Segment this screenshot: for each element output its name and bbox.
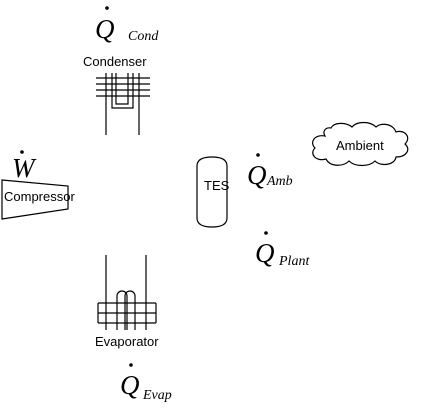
svg-text:Plant: Plant [278, 254, 310, 269]
condenser-label: Condenser [83, 54, 147, 69]
work-symbol: W [12, 150, 37, 183]
q-plant-dot [264, 231, 268, 235]
svg-text:Q: Q [120, 370, 140, 400]
evaporator [97, 255, 157, 330]
compressor: Compressor [1, 179, 75, 220]
tes-label: TES [204, 178, 230, 193]
svg-text:Q: Q [255, 238, 275, 268]
evaporator-label: Evaporator [95, 334, 159, 349]
svg-text:Evap: Evap [142, 388, 172, 403]
ambient-cloud: Ambient [312, 121, 409, 167]
q-cond-dot [105, 6, 109, 10]
q-plant-symbol: Q Plant [255, 231, 310, 269]
ambient-label: Ambient [336, 138, 384, 153]
q-amb-symbol: Q Amb [247, 153, 293, 190]
q-amb-dot [256, 153, 260, 157]
svg-text:W: W [12, 153, 37, 183]
work-dot [20, 150, 24, 154]
q-evap-dot [129, 363, 133, 367]
q-cond-symbol: Q Cond [95, 6, 159, 44]
svg-text:Amb: Amb [266, 174, 293, 189]
condenser [96, 73, 150, 135]
tes-tank: TES [196, 156, 230, 228]
svg-text:Q: Q [95, 14, 115, 44]
q-evap-symbol: Q Evap [120, 363, 172, 403]
compressor-label: Compressor [4, 189, 75, 204]
svg-text:Cond: Cond [128, 29, 159, 44]
svg-text:Q: Q [247, 160, 267, 190]
